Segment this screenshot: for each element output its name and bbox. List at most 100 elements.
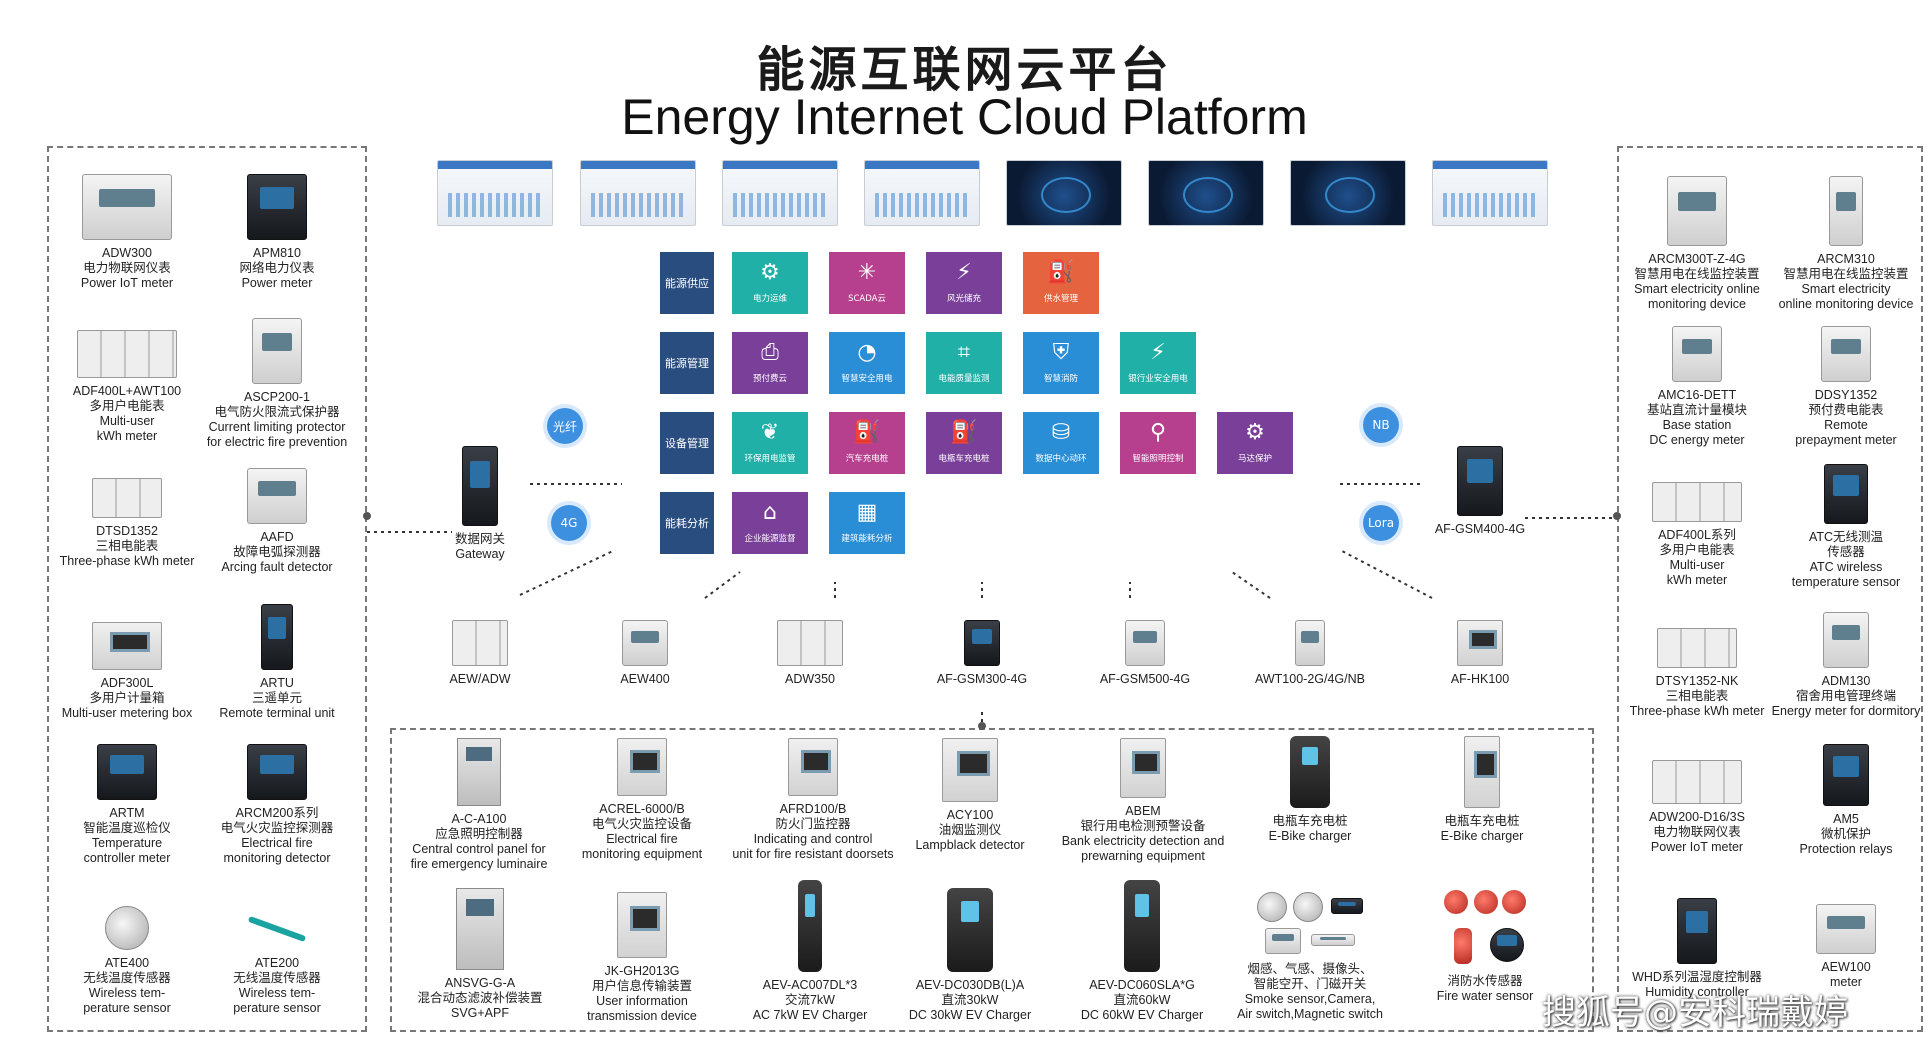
device-name-en: Protection relays xyxy=(1799,842,1893,856)
device-model: WHD系列温湿度控制器 xyxy=(1632,970,1762,984)
snowflake-icon: ✳ xyxy=(857,260,877,285)
device-image xyxy=(247,174,307,240)
tile-building-energy[interactable]: ▦建筑能耗分析 xyxy=(829,492,905,554)
device-image xyxy=(247,906,307,950)
device-name-cn: 基站直流计量模块 xyxy=(1646,403,1747,417)
device-name-en: DC energy meter xyxy=(1649,433,1745,447)
device-image xyxy=(1829,176,1863,246)
middle-device: AWT100-2G/4G/NB xyxy=(1235,620,1385,687)
tile-bank-safe-power[interactable]: ⚡银行业安全用电 xyxy=(1120,332,1196,394)
device-name-cn: 电瓶车充电桩 xyxy=(1444,814,1520,828)
device-name-en: ATC wireless xyxy=(1809,560,1883,574)
device-name-en: monitoring device xyxy=(1648,297,1746,311)
tile-label: 预付费云 xyxy=(752,374,787,384)
device-image xyxy=(252,318,302,384)
middle-device: AF-GSM500-4G xyxy=(1080,620,1210,687)
bottom-device: ACY100 油烟监测仪 Lampblack detector xyxy=(905,738,1035,853)
device-model: ARCM200系列 xyxy=(235,806,319,820)
left-device: AAFD 故障电弧探测器 Arcing fault detector xyxy=(207,468,347,575)
device-model: ATE200 xyxy=(254,956,300,970)
tile-ebike-charger[interactable]: ⛽电瓶车充电桩 xyxy=(926,412,1002,474)
tile-data-center[interactable]: ⛁数据中心动环 xyxy=(1023,412,1099,474)
hydrant-icon xyxy=(1454,928,1472,964)
device-image xyxy=(247,468,307,524)
dashboard-screenshot xyxy=(1148,160,1264,226)
device-label: AEW400 xyxy=(620,672,670,686)
device-image xyxy=(1295,620,1325,666)
device-name-en: Power meter xyxy=(241,276,313,290)
tile-motor-protection[interactable]: ⚙马达保护 xyxy=(1217,412,1293,474)
dashboard-screenshot xyxy=(580,160,696,226)
device-image xyxy=(1823,744,1869,806)
right-device: ATC无线测温 传感器 ATC wireless temperature sen… xyxy=(1772,464,1920,590)
tile-smart-safe-power[interactable]: ◔智慧安全用电 xyxy=(829,332,905,394)
device-name-en: perature sensor xyxy=(83,1001,171,1015)
device-name-en: Electrical fire xyxy=(606,832,678,846)
device-model: AEV-DC060SLA*G xyxy=(1089,978,1195,992)
tile-label: 企业能源监督 xyxy=(744,534,796,544)
device-name-en: kWh meter xyxy=(96,429,158,443)
device-model: A-C-A100 xyxy=(451,812,507,826)
bottom-device: JK-GH2013G 用户信息传输装置 User information tra… xyxy=(568,892,716,1024)
4g-bubble: 4G xyxy=(551,505,587,541)
card-icon: ⎙ xyxy=(761,340,779,365)
air-switch-icon xyxy=(1265,928,1301,954)
tile-smart-fire[interactable]: ⛨智慧消防 xyxy=(1023,332,1099,394)
device-name-en: Smart electricity online xyxy=(1634,282,1760,296)
tile-prepaid-cloud[interactable]: ⎙ 预付费云 xyxy=(732,332,808,394)
device-name-en: DC 60kW EV Charger xyxy=(1080,1008,1204,1022)
device-image xyxy=(1124,880,1160,972)
tile-label: 电能质量监测 xyxy=(938,374,990,384)
device-model: DDSY1352 xyxy=(1814,388,1878,402)
bottom-device: AFRD100/B 防火门监控器 Indicating and control … xyxy=(724,738,902,862)
device-name-en: Power IoT meter xyxy=(80,276,174,290)
tile-power-operation[interactable]: ⚙电力运维 xyxy=(732,252,808,314)
device-name-en: online monitoring device xyxy=(1778,297,1914,311)
device-name-cn: 智慧用电在线监控装置 xyxy=(1634,267,1760,281)
tile-environmental-power[interactable]: ❦环保用电监管 xyxy=(732,412,808,474)
right-device: WHD系列温湿度控制器 Humidity controller xyxy=(1622,898,1772,1000)
device-name-cn: 消防水传感器 xyxy=(1447,974,1523,988)
device-name-en: Remote terminal unit xyxy=(219,706,335,720)
tile-enterprise-energy[interactable]: ⌂企业能源监督 xyxy=(732,492,808,554)
device-name-en: Three-phase kWh meter xyxy=(1629,704,1765,718)
tile-label: 建筑能耗分析 xyxy=(841,534,893,544)
device-image xyxy=(105,906,149,950)
device-image xyxy=(798,880,822,972)
middle-device: AEW/ADW xyxy=(430,620,530,687)
device-name-cn: 故障电弧探测器 xyxy=(233,545,321,559)
tile-car-charger[interactable]: ⛽汽车充电桩 xyxy=(829,412,905,474)
device-name-en: Three-phase kWh meter xyxy=(59,554,195,568)
gas-sensor-icon xyxy=(1293,892,1323,922)
tile-smart-lighting[interactable]: ⚲智能照明控制 xyxy=(1120,412,1196,474)
device-image xyxy=(1457,620,1503,666)
device-name-cn: 交流7kW xyxy=(784,993,835,1007)
device-model: ADF400L+AWT100 xyxy=(72,384,182,398)
bottom-device: 消防水传感器 Fire water sensor xyxy=(1420,888,1550,1004)
tile-power-quality[interactable]: ⌗电能质量监测 xyxy=(926,332,1002,394)
device-model: AEW100 xyxy=(1821,960,1871,974)
leaf-icon: ❦ xyxy=(760,420,780,445)
device-name-en: Wireless tem- xyxy=(238,986,316,1000)
bottom-device: AEV-DC030DB(L)A 直流30kW DC 30kW EV Charge… xyxy=(900,888,1040,1023)
device-name-en: Smoke sensor,Camera, xyxy=(1244,992,1376,1006)
right-device: DTSY1352-NK 三相电能表 Three-phase kWh meter xyxy=(1622,618,1772,719)
device-model: ARCM310 xyxy=(1817,252,1875,266)
tile-wind-solar-storage[interactable]: ⚡风光储充 xyxy=(926,252,1002,314)
device-image xyxy=(1652,760,1742,804)
gear-icon: ⚙ xyxy=(1245,420,1265,445)
device-name-en: DC 30kW EV Charger xyxy=(908,1008,1032,1022)
device-image xyxy=(1120,738,1166,798)
device-image xyxy=(1824,464,1868,524)
device-label: AWT100-2G/4G/NB xyxy=(1255,672,1365,686)
dashboard-screenshot xyxy=(1290,160,1406,226)
bottom-device: 电瓶车充电桩 E-Bike charger xyxy=(1422,736,1542,844)
device-image xyxy=(82,174,172,240)
tile-scada-cloud[interactable]: ✳ SCADA云 xyxy=(829,252,905,314)
device-image xyxy=(617,738,667,796)
tile-water-supply[interactable]: ⛽供水管理 xyxy=(1023,252,1099,314)
device-name-cn: 电气火灾监控设备 xyxy=(591,817,692,831)
tile-label: SCADA云 xyxy=(848,294,886,304)
device-label: AF-GSM500-4G xyxy=(1099,672,1191,686)
